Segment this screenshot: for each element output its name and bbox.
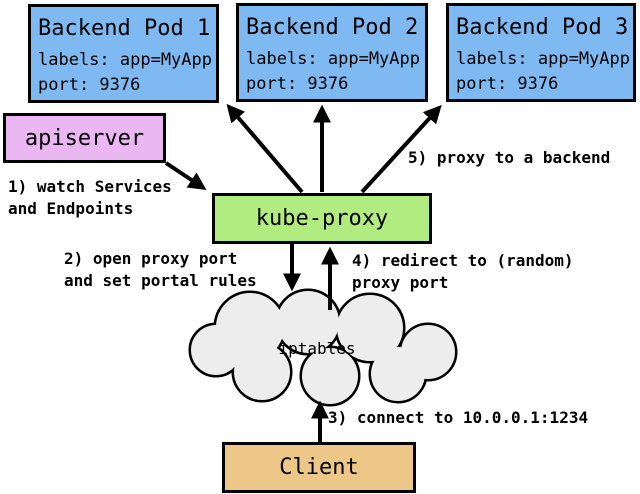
- backend-pod-1-port: port: 9376: [38, 75, 141, 95]
- backend-pod-2-port: port: 9376: [246, 74, 349, 94]
- arrow-kubeproxy-to-pod3: [360, 105, 442, 194]
- backend-pod-3-title: Backend Pod 3: [456, 15, 629, 40]
- client-label: Client: [279, 455, 359, 480]
- client-box: Client: [222, 442, 416, 493]
- backend-pod-3-labels: labels: app=MyApp: [456, 49, 630, 69]
- annotation-step2-open-proxy-port: 2) open proxy port and set portal rules: [64, 249, 257, 290]
- backend-pod-1-box: Backend Pod 1 labels: app=MyApp port: 93…: [28, 4, 219, 103]
- backend-pod-3-port: port: 9376: [456, 74, 559, 94]
- backend-pod-2-box: Backend Pod 2 labels: app=MyApp port: 93…: [236, 3, 428, 102]
- kube-proxy-label: kube-proxy: [255, 206, 389, 231]
- arrow-apiserver-to-kubeproxy: [164, 161, 207, 190]
- kube-proxy-box: kube-proxy: [212, 193, 432, 244]
- annotation-step3-connect: 3) connect to 10.0.0.1:1234: [328, 408, 589, 427]
- iptables-label: iptables: [278, 339, 356, 358]
- arrow-kubeproxy-to-pod1: [226, 103, 304, 194]
- iptables-cloud: [188, 288, 458, 407]
- backend-pod-2-labels: labels: app=MyApp: [246, 49, 420, 69]
- apiserver-box: apiserver: [3, 113, 166, 163]
- backend-pod-2-title: Backend Pod 2: [246, 15, 419, 40]
- annotation-step1-watch-services: 1) watch Services and Endpoints: [8, 177, 172, 218]
- apiserver-label: apiserver: [24, 125, 145, 151]
- backend-pod-1-title: Backend Pod 1: [38, 16, 211, 41]
- annotation-step5-proxy-to-backend: 5) proxy to a backend: [408, 148, 611, 167]
- annotation-step4-redirect: 4) redirect to (random) proxy port: [352, 251, 574, 292]
- backend-pod-3-box: Backend Pod 3 labels: app=MyApp port: 93…: [446, 3, 636, 102]
- backend-pod-1-labels: labels: app=MyApp: [38, 50, 212, 70]
